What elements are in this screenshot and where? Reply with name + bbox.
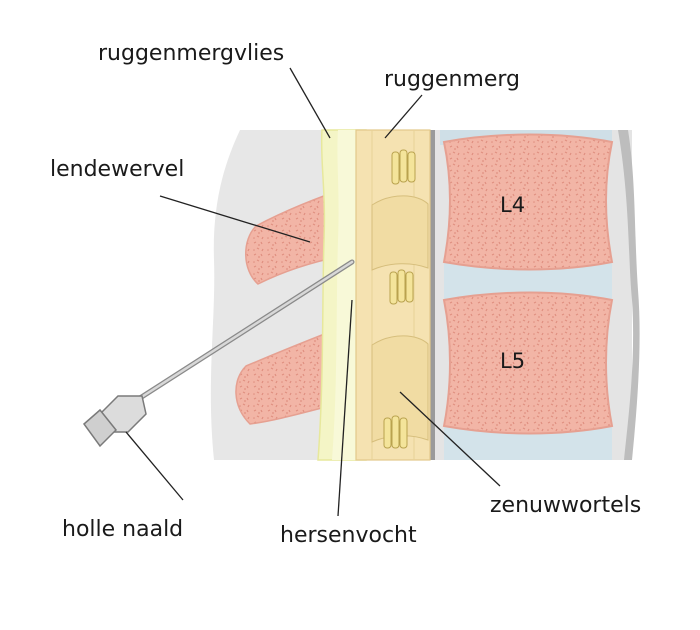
root-sleeve-1 [371, 195, 429, 271]
leader-nerve-roots [399, 391, 501, 487]
label-lumbar-vertebra: lendewervel [50, 157, 184, 182]
hollow-needle [82, 259, 355, 448]
label-spinal-cord: ruggenmerg [384, 67, 520, 92]
leader-dura [289, 67, 331, 139]
label-nerve-roots: zenuwwortels [490, 493, 641, 518]
label-csf: hersenvocht [280, 523, 417, 548]
nerve-roots-bundle-3 [383, 415, 408, 449]
vertebral-body-l4 [442, 133, 614, 271]
leader-csf [337, 299, 353, 517]
label-vertebra-l4: L4 [500, 193, 525, 217]
disc-lower [444, 424, 612, 460]
leader-lumbar-vertebra [159, 195, 311, 243]
nerve-roots-bundle-1 [391, 149, 416, 185]
needle-cap [82, 408, 118, 448]
nerve-roots-bundle-2 [389, 269, 414, 305]
label-vertebra-l5: L5 [500, 349, 525, 373]
anterior-ligament [618, 130, 640, 460]
leader-spinal-cord [384, 94, 423, 139]
leader-needle [125, 431, 184, 501]
vertebral-body-l5 [442, 291, 614, 435]
label-needle: holle naald [62, 517, 183, 542]
disc-middle [444, 258, 612, 302]
label-dura: ruggenmergvlies [98, 41, 284, 66]
